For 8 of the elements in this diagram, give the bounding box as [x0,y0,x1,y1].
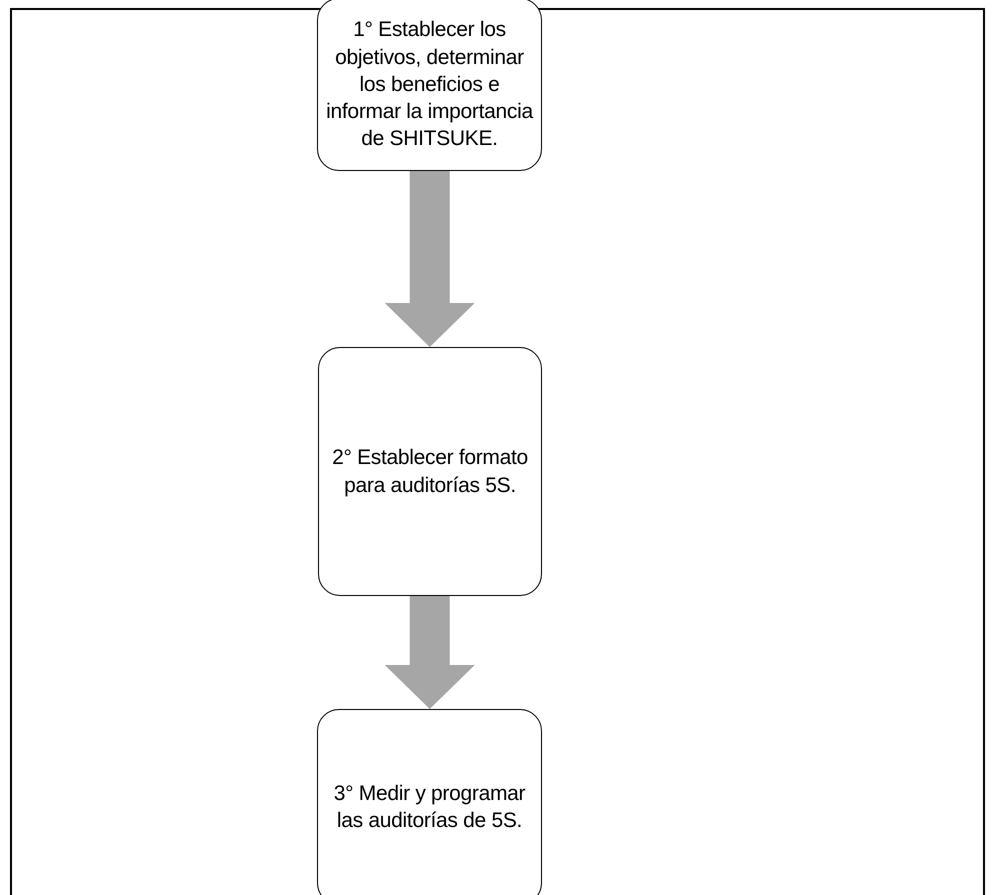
block-arrow [384,171,475,347]
process-box [317,709,542,895]
process-box [318,347,542,596]
block-arrow [384,596,475,709]
process-box [317,0,542,171]
step-text: 1° Establecer los objetivos, determinar los beneficios e informar la importancia de SHITSUKE. [326,17,533,152]
step-text: 3° Medir y programar las auditorías de 5S. [332,780,526,834]
step-text: 2° Establecer formato para auditorías 5S. [331,445,529,498]
